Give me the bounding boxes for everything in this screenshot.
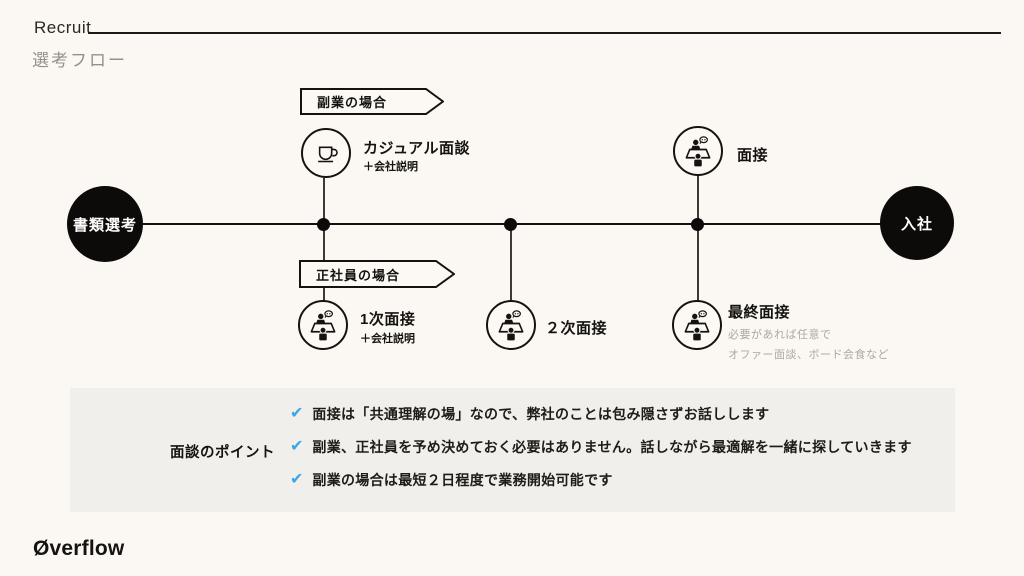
timeline-dot [504,218,517,231]
eyebrow-label: Recruit [34,18,92,37]
node-final-interview [672,300,722,350]
coffee-cup-icon [318,146,338,163]
timeline-dot [691,218,704,231]
interview-points-panel: 面談のポイント ✔ 面接は「共通理解の場」なので、弊社のことは包み隠さずお話しし… [70,388,955,512]
node-second-interview [486,300,536,350]
checkmark-icon: ✔ [290,405,304,422]
banner-label: 副業の場合 [317,95,388,110]
connector-line [697,175,699,302]
node-subtitle: ＋会社説明 [360,333,415,345]
node-first-interview [298,300,348,350]
node-note: オファー面談、ボード会食など [728,349,889,361]
point-item: ✔ 副業、正社員を予め決めておく必要はありません。話しながら最適解を一緒に探して… [290,438,912,456]
node-title: カジュアル面談 [363,140,471,157]
header-rule [88,32,1001,34]
banner-arrow-shape [300,88,444,115]
point-text: 副業、正社員を予め決めておく必要はありません。話しながら最適解を一緒に探していき… [312,439,912,455]
banner-fulltime-case: 正社員の場合 [299,260,455,288]
point-text: 副業の場合は最短２日程度で業務開始可能です [312,472,613,488]
points-heading: 面談のポイント [170,445,275,461]
node-subtitle: ＋会社説明 [363,161,418,173]
checkmark-icon: ✔ [290,471,304,488]
interview-icon [685,136,711,167]
overflow-logo: Øverflow [33,537,125,560]
connector-line [323,178,325,302]
interview-icon [310,310,336,341]
banner-label: 正社員の場合 [316,267,401,283]
checkmark-icon: ✔ [290,438,304,455]
point-text: 面接は「共通理解の場」なので、弊社のことは包み隠さずお話しします [312,406,770,422]
timeline-dot [317,218,330,231]
point-item: ✔ 副業の場合は最短２日程度で業務開始可能です [290,471,613,489]
interview-icon [684,310,710,341]
interview-icon [498,310,524,341]
node-title: 面接 [737,147,769,164]
node-title: 最終面接 [728,304,791,321]
banner-side-job-case: 副業の場合 [300,88,444,115]
stage-joining: 入社 [880,186,954,260]
node-note: 必要があれば任意で [728,329,832,341]
node-title: 1次面接 [360,311,416,328]
page-title: 選考フロー [32,51,127,70]
node-title: ２次面接 [545,320,608,337]
stage-document-screening: 書類選考 [67,186,143,262]
banner-arrow-shape [299,260,455,288]
connector-line [510,226,512,301]
point-item: ✔ 面接は「共通理解の場」なので、弊社のことは包み隠さずお話しします [290,405,769,423]
node-interview [673,126,723,176]
node-casual-interview [301,128,351,178]
